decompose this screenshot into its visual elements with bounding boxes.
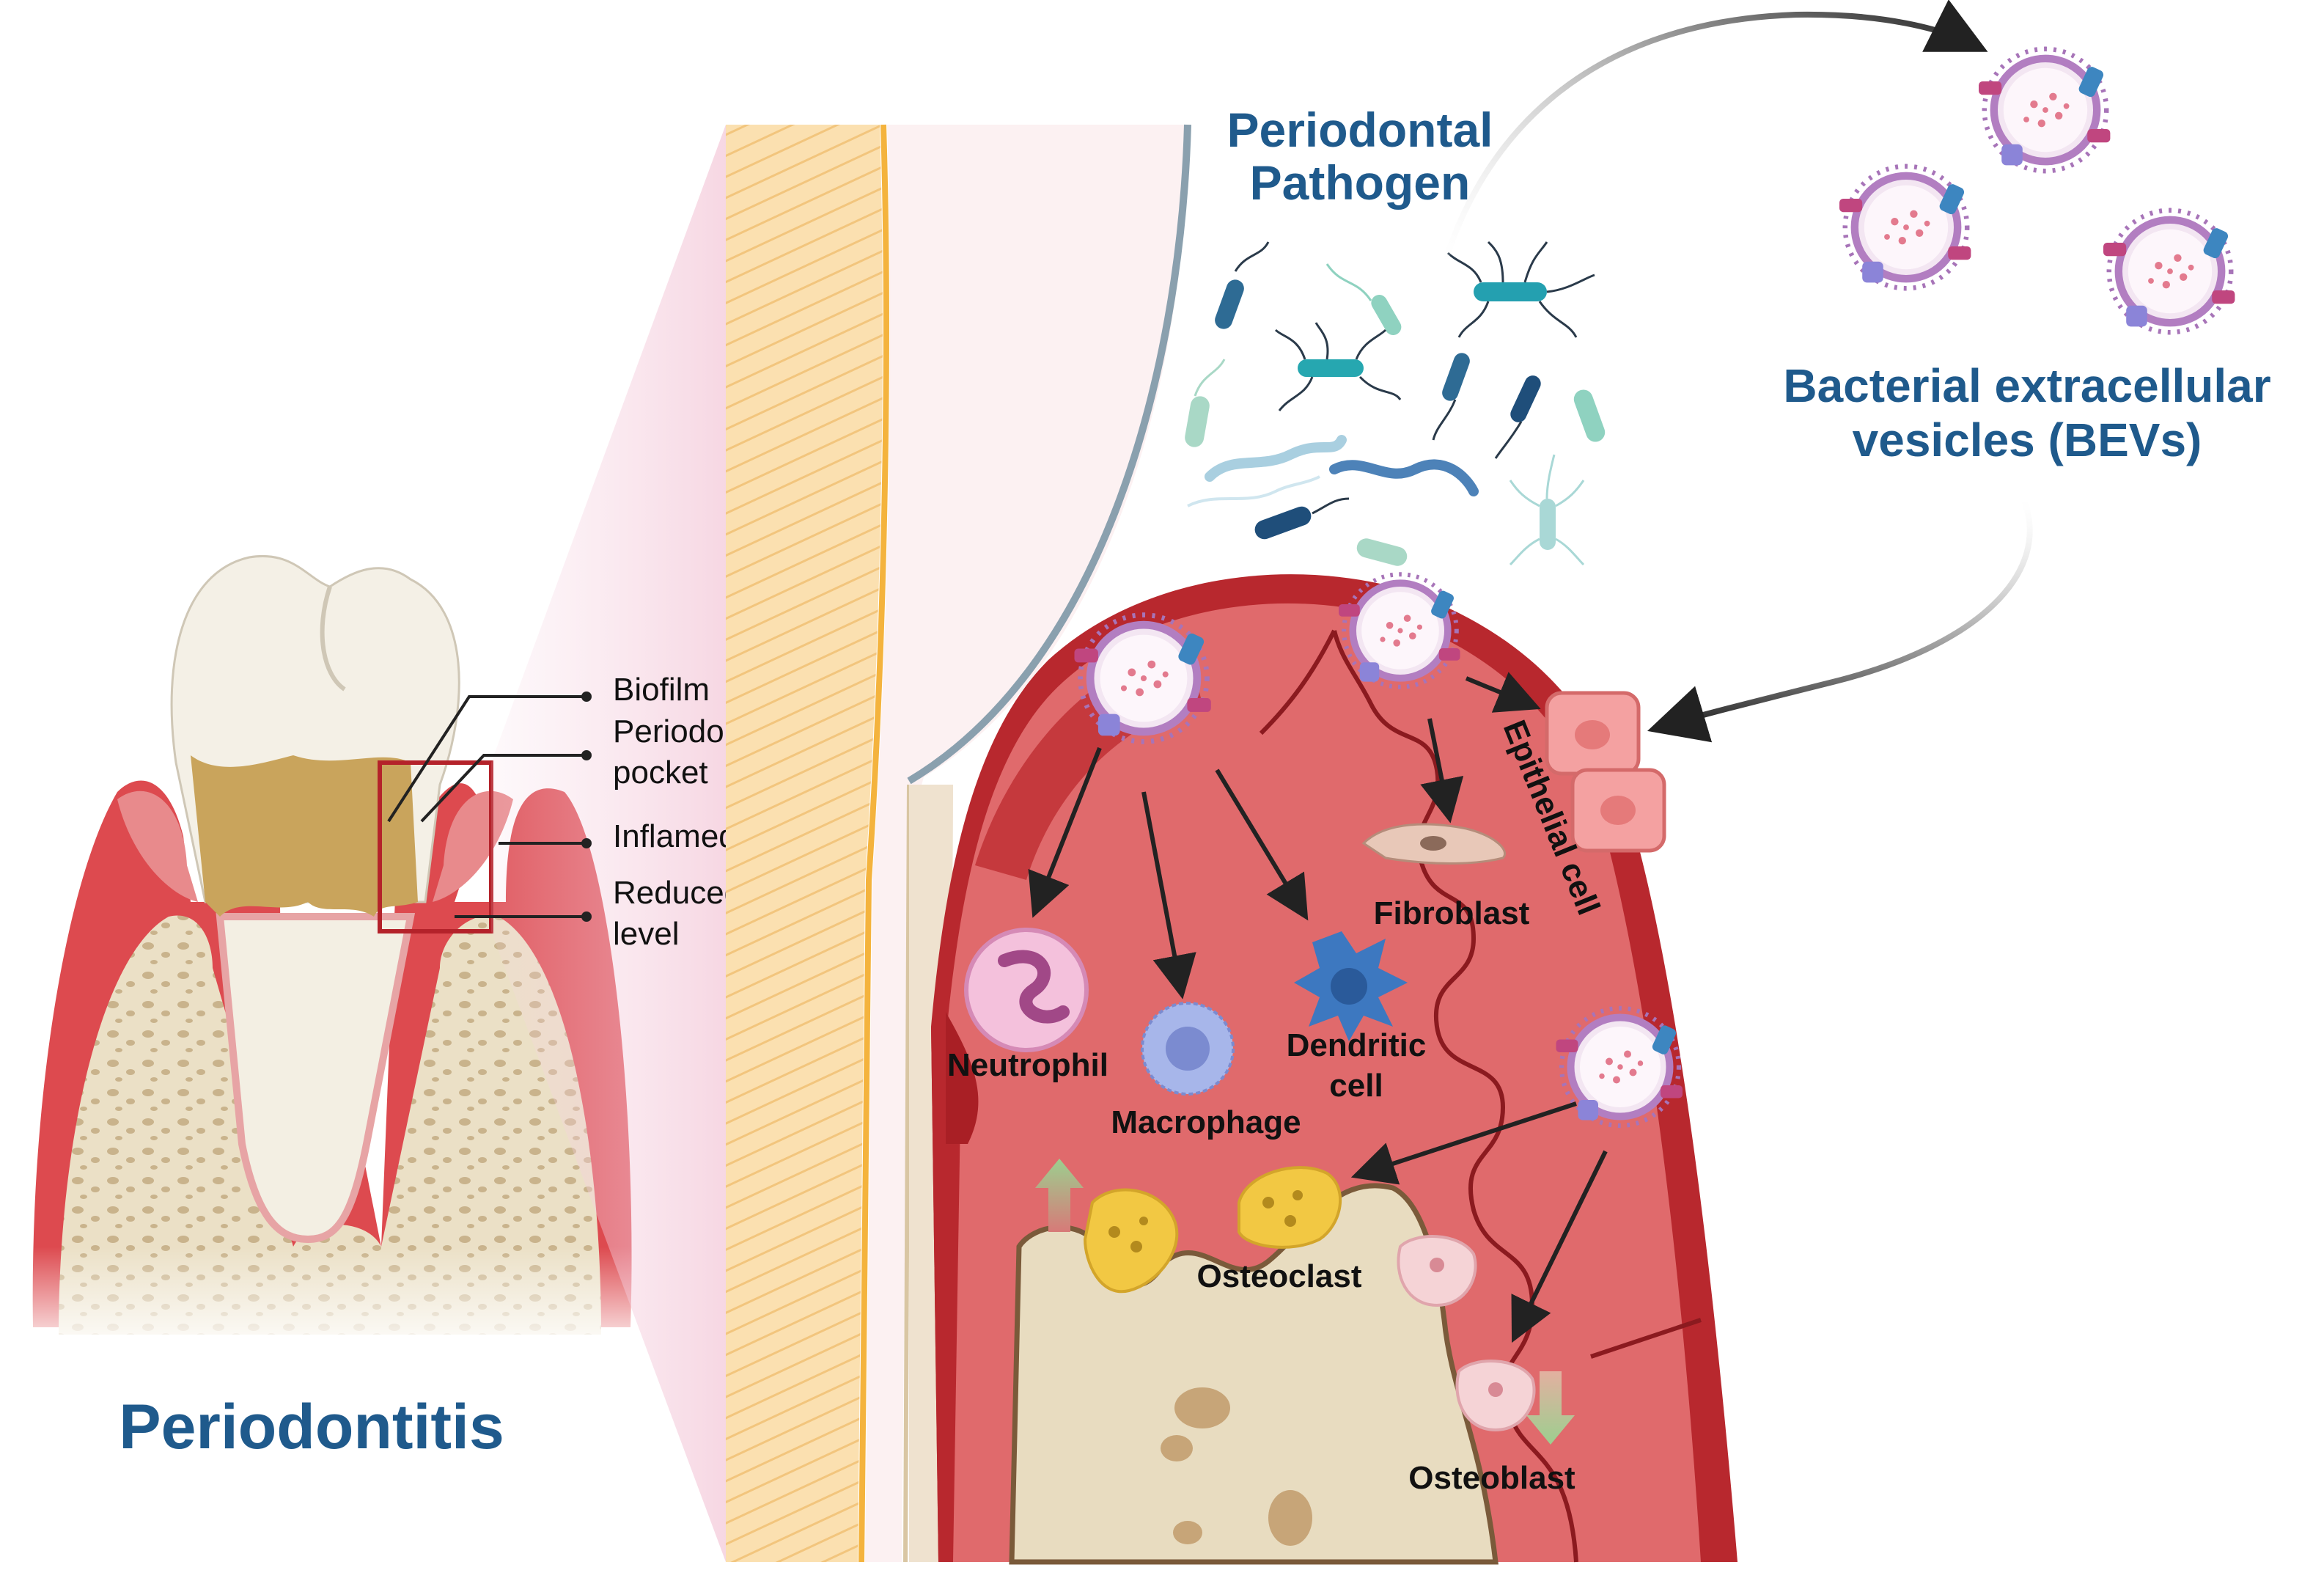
label-neutrophil: Neutrophil <box>947 1047 1108 1083</box>
pathogen-line-1: Periodontal <box>1227 103 1493 157</box>
pathogen-line-2: Pathogen <box>1250 155 1471 210</box>
label-biofilm: Biofilm <box>613 672 710 708</box>
bacteria-cluster <box>1185 241 1606 566</box>
macrophage-cell <box>1141 1002 1235 1096</box>
title-periodontitis: Periodontitis <box>119 1392 504 1462</box>
label-osteoclast: Osteoclast <box>1197 1258 1362 1294</box>
arrow-bevs-to-epithelium <box>1647 497 2033 743</box>
osteoblast-cells <box>1397 1235 1536 1432</box>
osteoclast-cells <box>1083 1166 1342 1294</box>
callout-lines <box>387 692 592 922</box>
down-arrow <box>1526 1371 1575 1445</box>
dendritic-cell <box>1294 931 1408 1041</box>
bev-particle-1 <box>1979 49 2110 171</box>
up-arrow <box>1035 1159 1084 1232</box>
label-macrophage: Macrophage <box>1111 1104 1301 1140</box>
label-dendritic-1: Dendritic <box>1287 1027 1427 1063</box>
fibroblast-cell <box>1361 823 1506 865</box>
title-bevs: Bacterial extracellular vesicles (BEVs) <box>1783 359 2270 466</box>
bevs-line-2: vesicles (BEVs) <box>1853 414 2202 466</box>
label-fibroblast: Fibroblast <box>1374 895 1530 931</box>
bev-particle-2 <box>1839 166 1971 288</box>
title-periodontal-pathogen: Periodontal Pathogen <box>1227 103 1493 210</box>
arrow-pathogen-to-bevs <box>1441 0 1988 265</box>
bev-particle-3 <box>2103 210 2235 332</box>
label-osteoblast: Osteoblast <box>1408 1460 1575 1496</box>
label-periodontal-pocket-2: pocket <box>613 755 708 791</box>
zoom-fan <box>491 125 726 1562</box>
label-reduced-bone-2: level <box>613 916 680 952</box>
tooth-illustration <box>0 554 660 1357</box>
signal-arrows <box>1028 672 1608 1343</box>
epithelial-cells <box>1545 691 1666 853</box>
neutrophil-cell <box>964 928 1089 1052</box>
bev-group-outside <box>1839 49 2235 332</box>
label-dendritic-2: cell <box>1329 1068 1383 1104</box>
cell-labels: Neutrophil Macrophage Dendritic cell Fib… <box>947 715 1606 1496</box>
bevs-line-1: Bacterial extracellular <box>1783 359 2270 412</box>
